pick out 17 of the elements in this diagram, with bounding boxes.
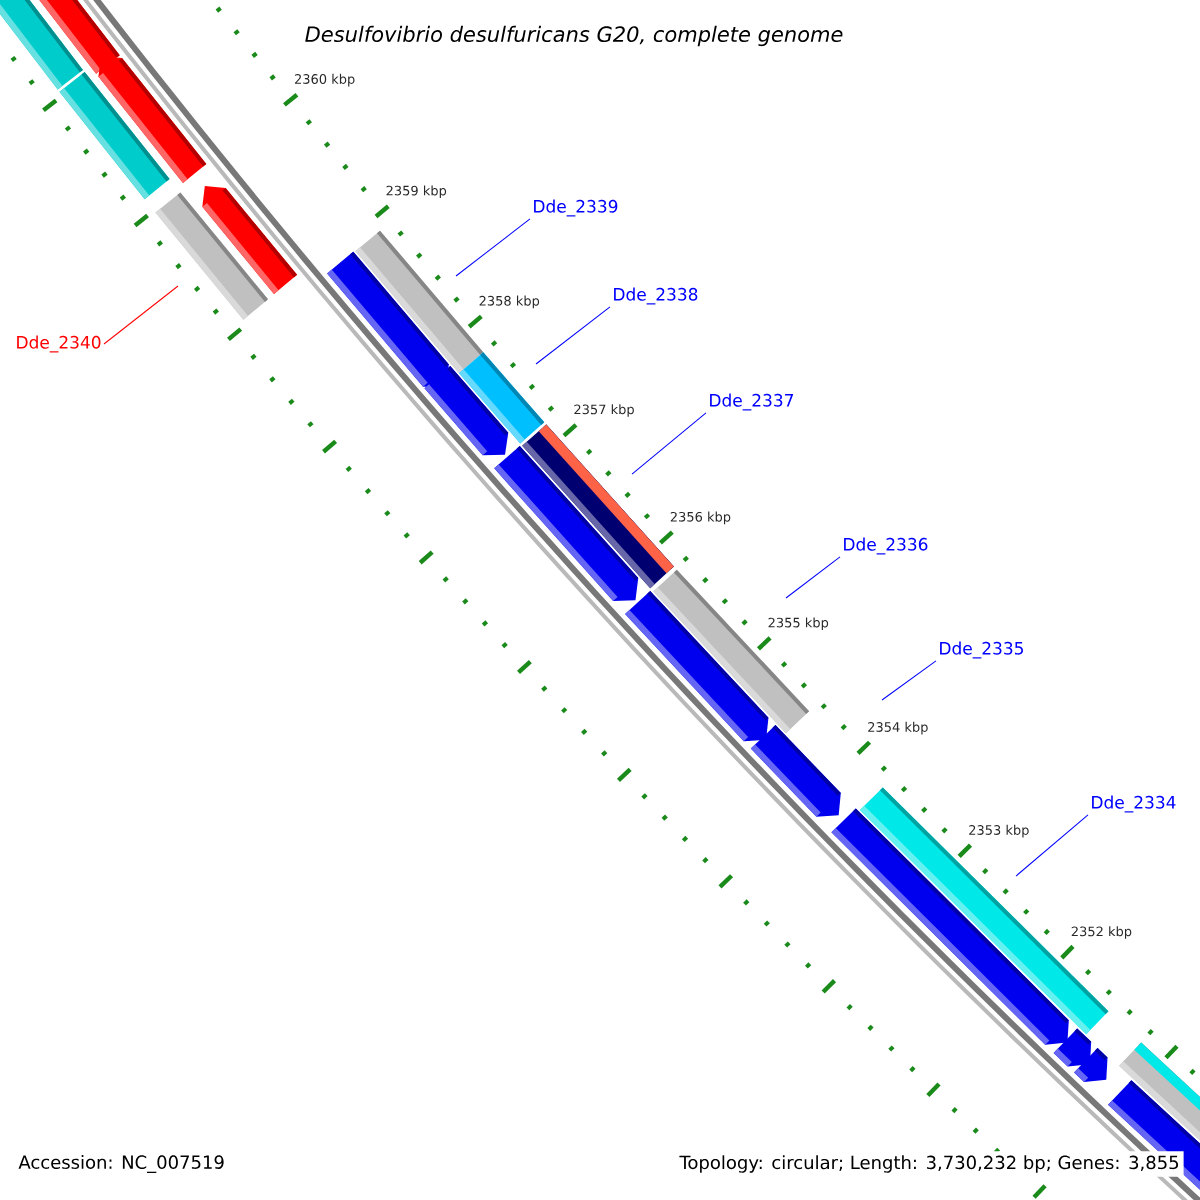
leader-line [785,556,841,599]
leader-line [881,660,937,701]
genome-stats-text: Topology: circular; Length: 3,730,232 bp; Genes: 3,855 [675,1151,1184,1177]
locus-label: Dde_2334 [1092,795,1176,813]
leader-line [1015,814,1089,877]
title: Desulfovibrio desulfuricans G20, complete genome [305,25,843,47]
locus-label: Dde_2339 [534,199,618,217]
leader-line [631,412,707,475]
locus-label: Dde_2338 [614,287,698,305]
leader-line [103,285,179,345]
locus-label: Dde_2336 [844,537,928,555]
locus-label: Dde_2337 [710,393,794,411]
locus-label: Dde_2335 [940,641,1023,659]
locus-label: Dde_2340 [17,335,101,353]
accession-text: Accession: NC_007519 [18,1155,224,1173]
leader-line [455,218,531,277]
leader-line [535,306,611,365]
